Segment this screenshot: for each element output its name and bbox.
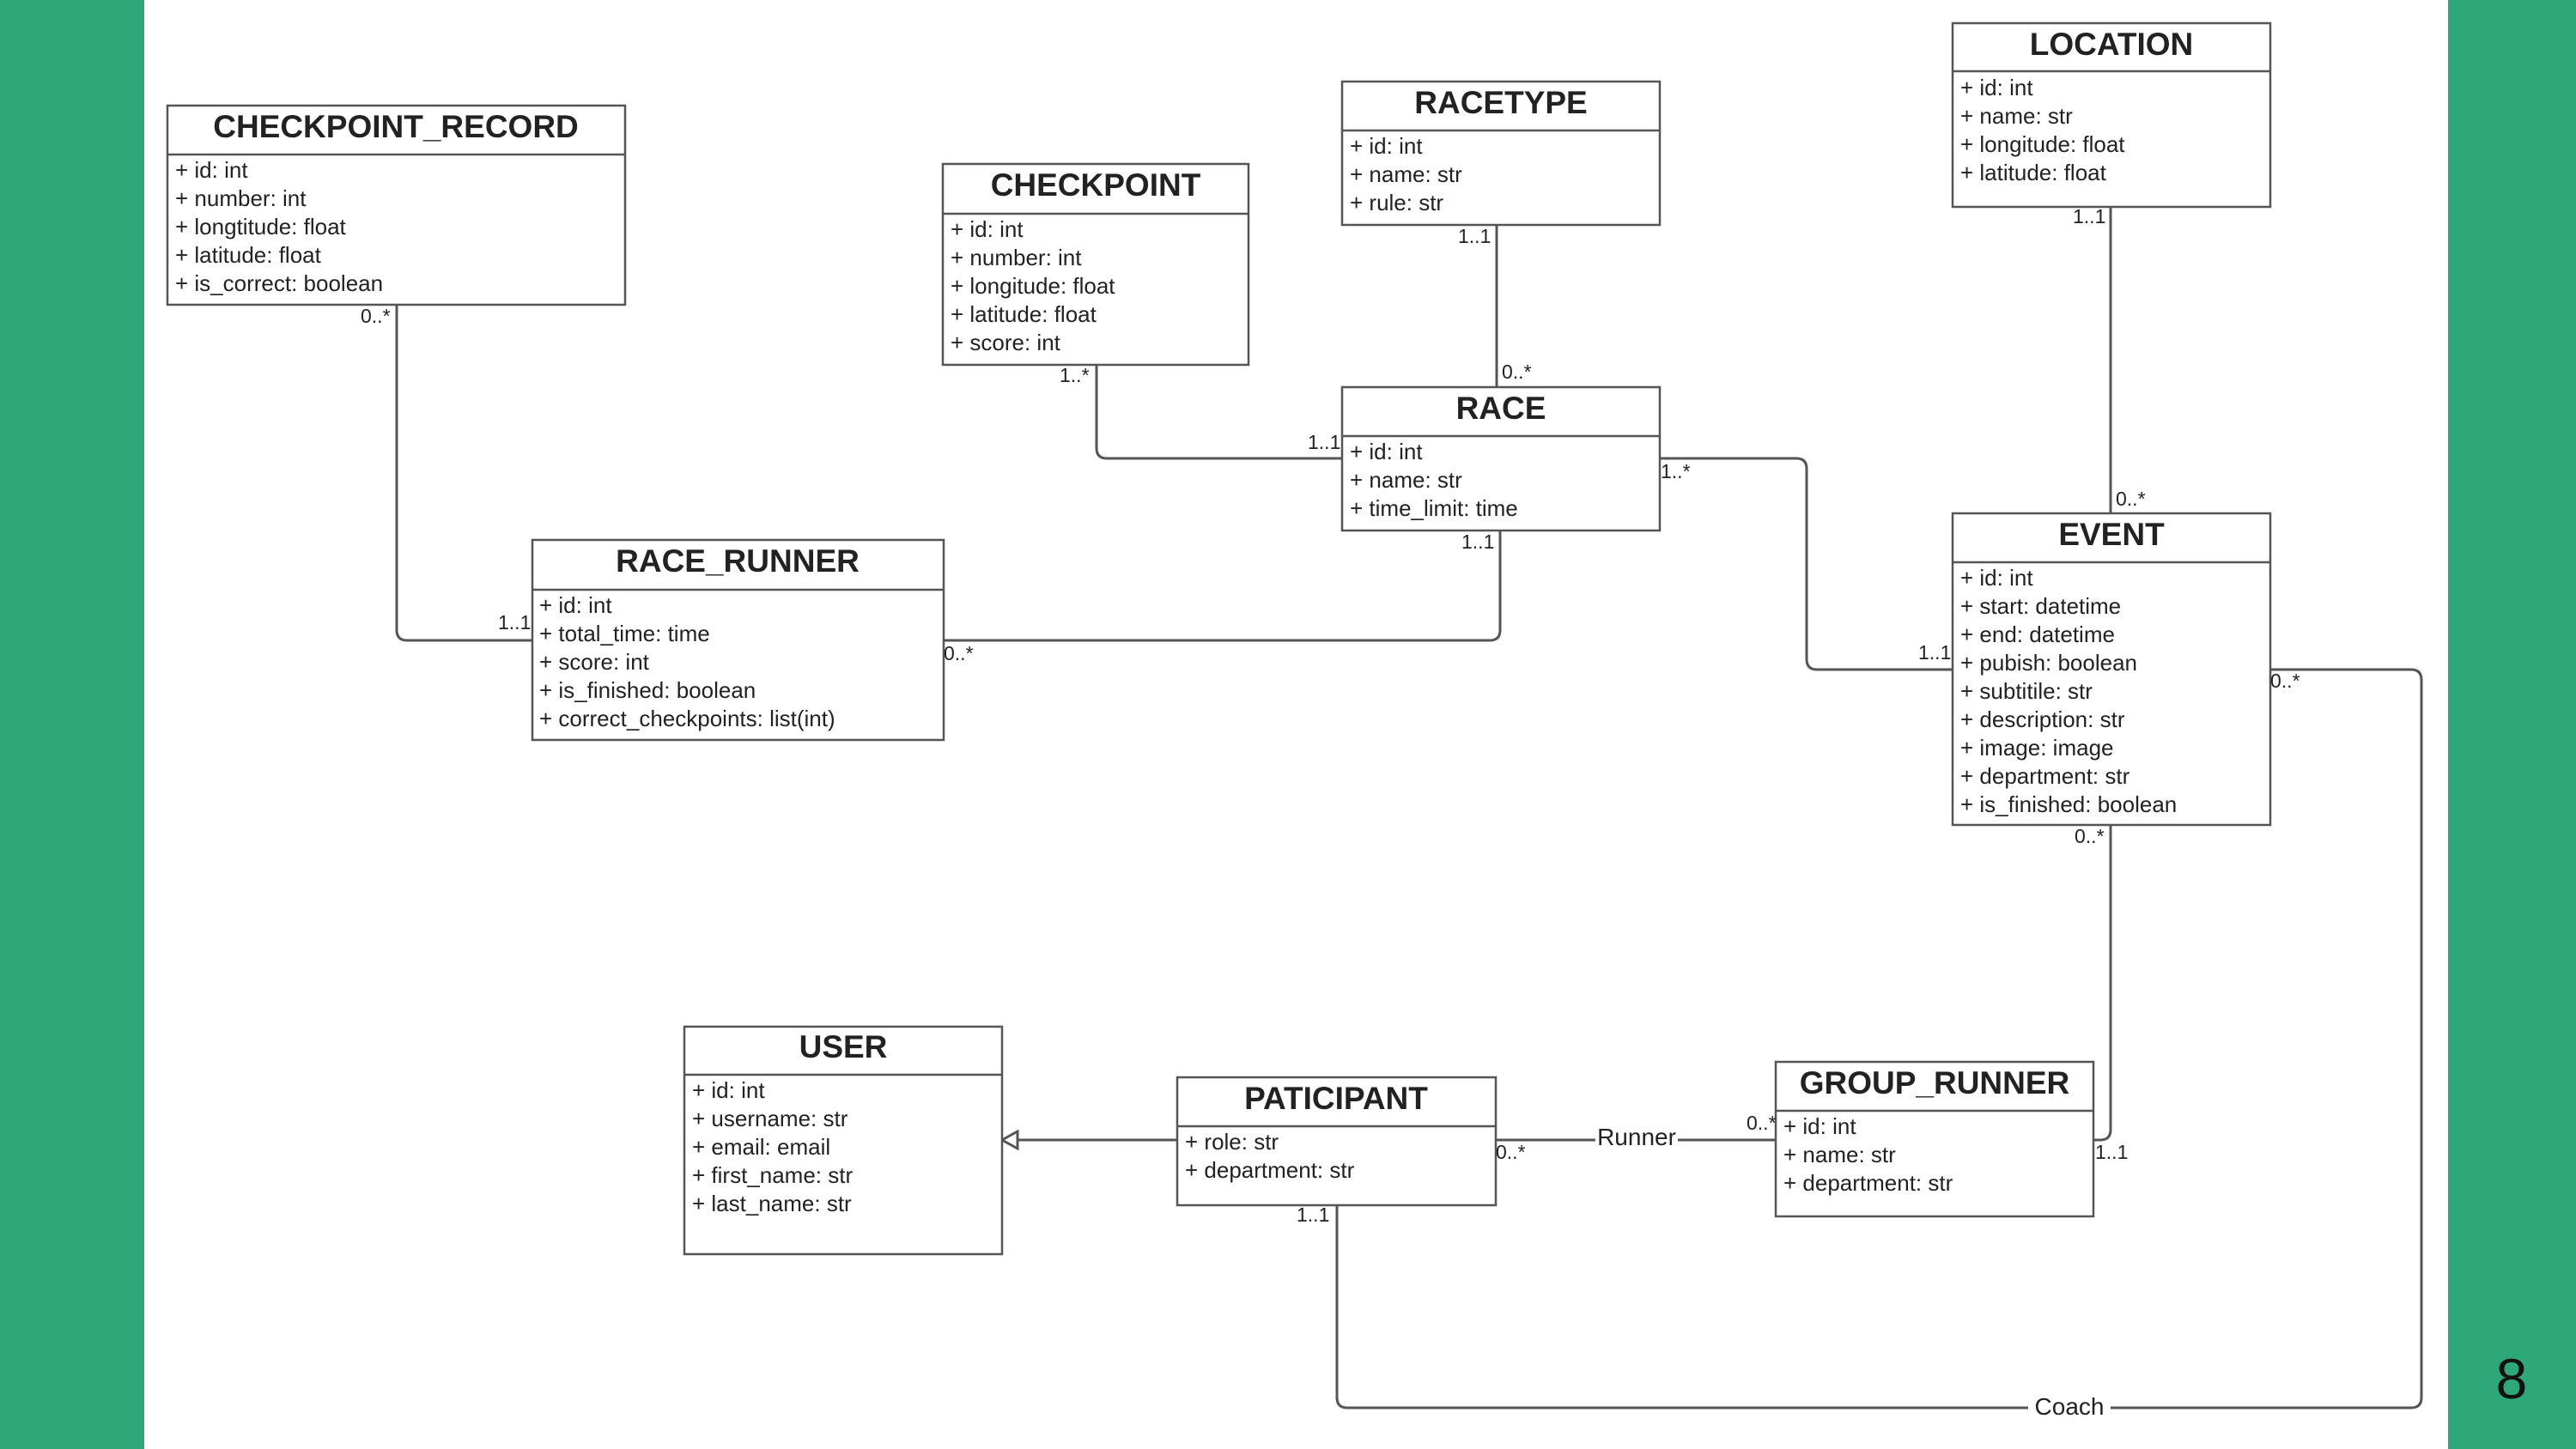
attribute: + end: datetime bbox=[1960, 621, 2115, 647]
runner-association-label: Runner bbox=[1597, 1124, 1676, 1150]
attribute: + score: int bbox=[951, 330, 1061, 355]
left-green-band bbox=[0, 0, 144, 1449]
attribute: + pubish: boolean bbox=[1960, 650, 2137, 676]
attribute: + id: int bbox=[951, 216, 1024, 242]
class-title-location: LOCATION bbox=[2030, 27, 2193, 62]
assoc-checkpoint-race bbox=[1095, 365, 1342, 460]
attribute: + subtitile: str bbox=[1960, 678, 2093, 704]
right-green-band bbox=[2448, 0, 2576, 1449]
attribute: + name: str bbox=[1350, 467, 1462, 493]
multiplicity-label: 0..* bbox=[2270, 670, 2300, 692]
class-title-race: RACE bbox=[1456, 391, 1546, 426]
multiplicity-label: 1..* bbox=[1060, 364, 1090, 386]
class-box-race bbox=[1340, 385, 1662, 532]
class-box-paticipant bbox=[1176, 1076, 1498, 1207]
class-box-checkpoint-record bbox=[166, 104, 627, 306]
class-title-user: USER bbox=[799, 1029, 888, 1064]
attribute: + id: int bbox=[692, 1077, 765, 1103]
attribute: + is_finished: boolean bbox=[1960, 791, 2177, 817]
attribute: + longitude: float bbox=[951, 273, 1115, 299]
assoc-race-event bbox=[1660, 457, 1953, 671]
attribute: + id: int bbox=[1960, 75, 2033, 100]
class-box-location bbox=[1951, 21, 2272, 209]
attribute: + latitude: float bbox=[175, 242, 322, 268]
attribute: + latitude: float bbox=[1960, 160, 2107, 185]
attribute: + longtitude: float bbox=[175, 214, 347, 239]
class-title-racetype: RACETYPE bbox=[1414, 85, 1587, 120]
assoc-checkpoint-record-race-runner bbox=[395, 305, 532, 642]
attribute: + image: image bbox=[1960, 735, 2113, 761]
attribute: + last_name: str bbox=[692, 1191, 852, 1216]
attribute: + username: str bbox=[692, 1106, 848, 1131]
attribute: + id: int bbox=[175, 157, 248, 183]
class-title-paticipant: PATICIPANT bbox=[1244, 1081, 1428, 1116]
attribute: + role: str bbox=[1185, 1129, 1279, 1155]
class-box-race-runner bbox=[531, 538, 945, 742]
multiplicity-label: 0..* bbox=[1502, 361, 1532, 383]
attribute: + start: datetime bbox=[1960, 593, 2121, 619]
class-title-checkpoint: CHECKPOINT bbox=[991, 167, 1201, 203]
attribute: + latitude: float bbox=[951, 301, 1097, 327]
multiplicity-label: 0..* bbox=[1747, 1112, 1777, 1134]
class-box-group-runner bbox=[1774, 1060, 2095, 1218]
class-box-event bbox=[1951, 512, 2272, 827]
label-backdrop bbox=[1595, 1123, 1678, 1152]
multiplicity-label: 1..1 bbox=[1308, 431, 1340, 453]
class-box-checkpoint bbox=[941, 162, 1250, 367]
attribute: + department: str bbox=[1960, 763, 2130, 789]
attribute: + is_finished: boolean bbox=[539, 677, 756, 703]
multiplicity-label: 1..1 bbox=[2073, 205, 2105, 227]
attribute: + name: str bbox=[1783, 1142, 1896, 1167]
class-box-user bbox=[683, 1025, 1004, 1256]
attribute: + is_correct: boolean bbox=[175, 270, 383, 296]
multiplicity-label: 0..* bbox=[944, 642, 974, 664]
attribute: + id: int bbox=[1350, 133, 1423, 159]
multiplicity-label: 0..* bbox=[361, 305, 391, 327]
attribute: + time_limit: time bbox=[1350, 495, 1518, 521]
attribute: + name: str bbox=[1960, 103, 2073, 129]
attribute: + department: str bbox=[1185, 1157, 1355, 1183]
multiplicity-label: 1..1 bbox=[2095, 1141, 2128, 1163]
attribute: + longitude: float bbox=[1960, 131, 2125, 157]
assoc-event-group-runner bbox=[2093, 825, 2112, 1142]
attribute: + number: int bbox=[951, 245, 1082, 270]
multiplicity-label: 0..* bbox=[2116, 488, 2146, 510]
class-box-racetype bbox=[1340, 80, 1662, 227]
attribute: + rule: str bbox=[1350, 190, 1443, 215]
attribute: + score: int bbox=[539, 649, 650, 675]
class-title-checkpoint-record: CHECKPOINT_RECORD bbox=[213, 109, 579, 144]
multiplicity-label: 0..* bbox=[1496, 1141, 1526, 1163]
multiplicity-label: 1..1 bbox=[1918, 641, 1951, 664]
coach-association-label: Coach bbox=[2035, 1393, 2105, 1420]
class-title-group-runner: GROUP_RUNNER bbox=[1800, 1065, 2070, 1100]
multiplicity-label: 1..1 bbox=[1297, 1203, 1329, 1226]
attribute: + id: int bbox=[539, 592, 612, 618]
attribute: + description: str bbox=[1960, 706, 2125, 732]
assoc-race-runner-race bbox=[944, 530, 1502, 642]
multiplicity-label: 1..1 bbox=[1461, 530, 1494, 553]
attribute: + department: str bbox=[1783, 1170, 1953, 1196]
page-number: 8 bbox=[2495, 1347, 2528, 1410]
assoc-coach bbox=[1335, 668, 2423, 1410]
multiplicity-label: 0..* bbox=[2075, 825, 2105, 847]
multiplicity-label: 1..* bbox=[1661, 460, 1691, 482]
attribute: + id: int bbox=[1960, 565, 2033, 591]
attribute: + name: str bbox=[1350, 161, 1462, 187]
label-backdrop bbox=[2028, 1392, 2111, 1422]
class-title-race-runner: RACE_RUNNER bbox=[616, 543, 860, 579]
multiplicity-label: 1..1 bbox=[498, 611, 531, 634]
attribute: + first_name: str bbox=[692, 1162, 853, 1188]
generalization-arrow-icon bbox=[999, 1129, 1019, 1151]
multiplicity-label: 1..1 bbox=[1458, 225, 1491, 247]
attribute: + correct_checkpoints: list(int) bbox=[539, 706, 835, 731]
attribute: + id: int bbox=[1783, 1113, 1856, 1139]
class-title-event: EVENT bbox=[2058, 517, 2165, 552]
attribute: + id: int bbox=[1350, 439, 1423, 464]
attribute: + total_time: time bbox=[539, 621, 710, 646]
attribute: + number: int bbox=[175, 185, 307, 211]
attribute: + email: email bbox=[692, 1134, 830, 1160]
